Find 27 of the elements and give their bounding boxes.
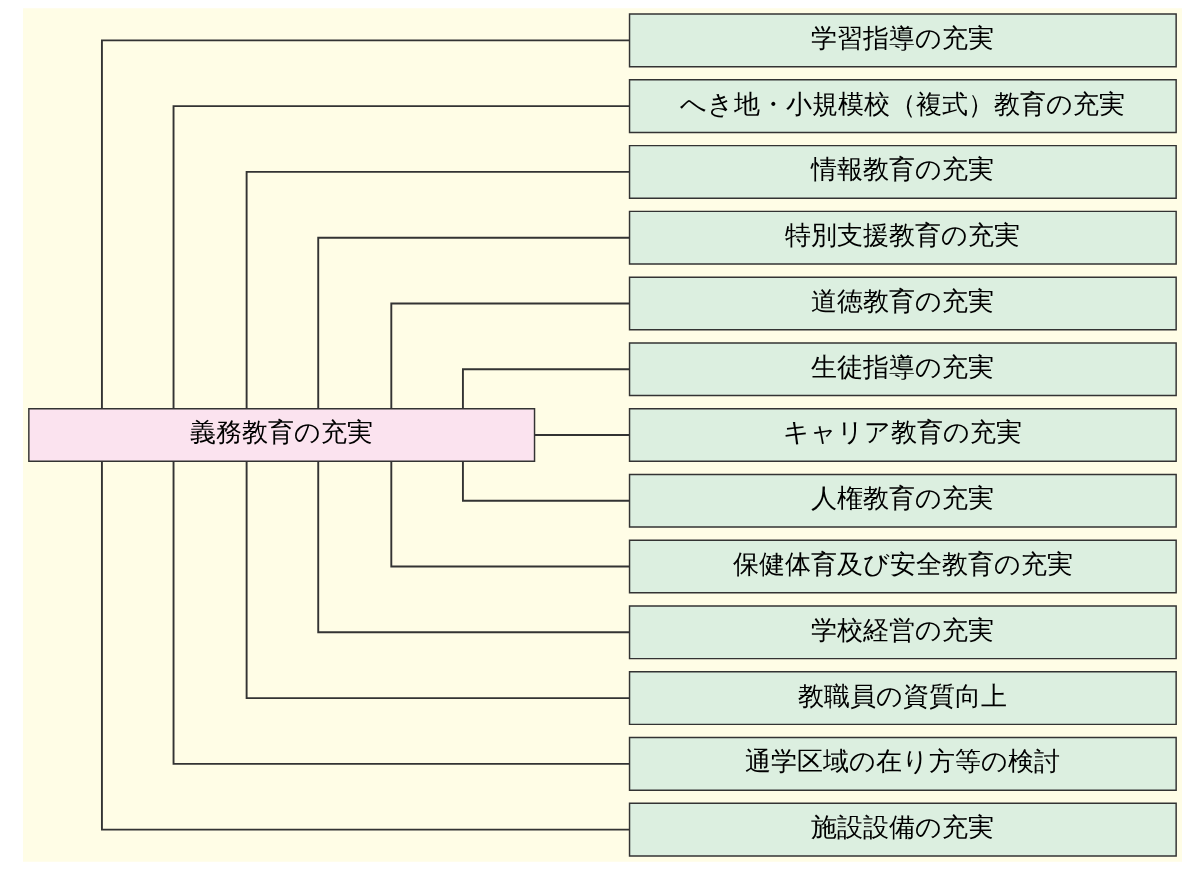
node-box: 情報教育の充実 — [628, 144, 1177, 199]
node-box: 施設設備の充実 — [628, 802, 1177, 857]
node-box: へき地・小規模校（複式）教育の充実 — [628, 79, 1177, 134]
connector — [316, 460, 630, 634]
node-box: 保健体育及び安全教育の充実 — [628, 539, 1177, 594]
node-box: 道徳教育の充実 — [628, 276, 1177, 331]
connector — [461, 368, 630, 410]
connector — [172, 105, 630, 410]
node-box: 学習指導の充実 — [628, 13, 1177, 68]
node-box: 教職員の資質向上 — [628, 671, 1177, 726]
connector — [461, 460, 630, 502]
node-box: 生徒指導の充実 — [628, 342, 1177, 397]
connector — [316, 236, 630, 410]
connector — [389, 302, 630, 410]
node-box: 特別支援教育の充実 — [628, 210, 1177, 265]
node-box: 学校経営の充実 — [628, 605, 1177, 660]
connector — [100, 39, 630, 410]
node-box: キャリア教育の充実 — [628, 407, 1177, 463]
connector — [245, 460, 630, 700]
connector — [245, 170, 630, 410]
connector — [172, 460, 630, 765]
connector — [389, 460, 630, 568]
node-box: 義務教育の充実 — [27, 407, 535, 463]
node-box: 人権教育の充実 — [628, 473, 1177, 528]
node-box: 通学区域の在り方等の検討 — [628, 736, 1177, 791]
connector — [533, 434, 630, 436]
connector — [100, 460, 630, 831]
